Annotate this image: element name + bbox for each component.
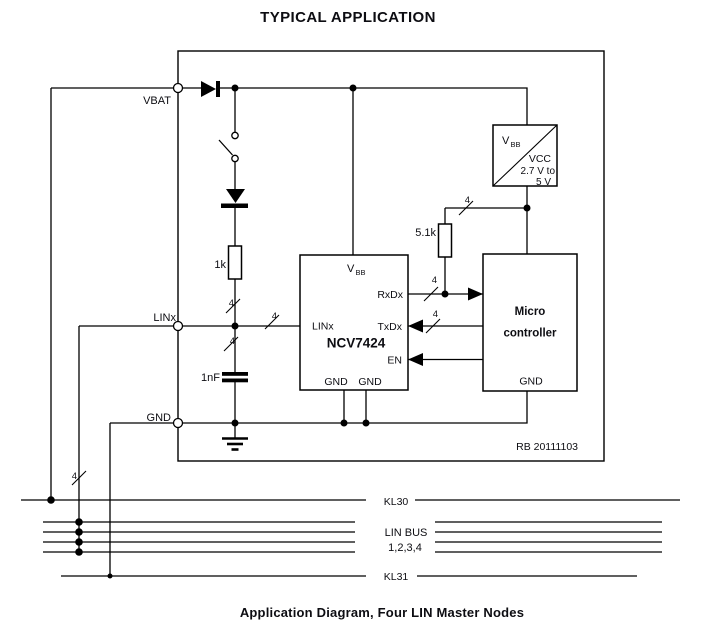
outer-frame <box>177 50 605 462</box>
kl30-label: KL30 <box>384 496 409 508</box>
series-diode-icon <box>221 189 248 208</box>
kl31-line: KL31 <box>61 571 637 583</box>
bus-width-label: 4 <box>433 309 438 320</box>
gnd-rail-wire <box>109 391 528 576</box>
ncv-pin-vbb-sub: BB <box>356 268 366 277</box>
ncv-pin-txdx: TxDx <box>378 321 403 333</box>
lin-bus-numbers: 1,2,3,4 <box>388 542 422 554</box>
ncv-gnd-pin-wires <box>343 390 367 423</box>
terminal-vbat: VBAT <box>143 82 184 107</box>
capacitor-1nf: 1nF <box>201 372 248 384</box>
bus-width-label: 4 <box>230 336 235 347</box>
gnd-label: GND <box>147 412 172 424</box>
ncv-pin-en: EN <box>387 355 402 367</box>
ncv-pin-rxdx: RxDx <box>377 289 403 301</box>
lin-bus-lines: LIN BUS 1,2,3,4 <box>43 521 662 554</box>
bus-width-label: 4 <box>72 471 77 482</box>
ncv-pin-linx: LINx <box>312 321 334 333</box>
txdx-wire <box>408 319 483 333</box>
bus-width-slash: 4 <box>225 298 241 314</box>
bus-width-slash: 4 <box>71 470 87 486</box>
regulator-range-line1: 2.7 V to <box>521 166 556 177</box>
bus-width-label: 4 <box>229 298 234 309</box>
figure-caption: Application Diagram, Four LIN Master Nod… <box>240 605 524 620</box>
resistor-1k-label: 1k <box>214 259 226 271</box>
ncv-pin-gnd1: GND <box>324 376 348 388</box>
regulator-vbb-sub: BB <box>511 140 521 149</box>
ncv7424-box: V BB RxDx LINx TxDx NCV7424 EN GND GND <box>299 254 409 391</box>
regulator-box: V BB VCC 2.7 V to 5 V <box>492 124 558 188</box>
switch-icon <box>218 131 239 163</box>
resistor-5k1: 5.1k <box>415 208 453 294</box>
bus-width-slash: 4 <box>223 336 239 352</box>
capacitor-1nf-label: 1nF <box>201 372 220 384</box>
kl30-line: KL30 <box>21 496 680 508</box>
micro-pin-gnd: GND <box>519 376 543 388</box>
terminal-linx: LINx <box>153 312 184 332</box>
reverse-battery-diode-icon <box>201 81 220 97</box>
ground-icon <box>222 437 248 451</box>
arrow-right-icon <box>468 287 483 301</box>
linx-label: LINx <box>153 312 176 324</box>
arrow-left-icon <box>408 319 423 333</box>
micro-name-line1: Micro <box>515 306 546 318</box>
terminal-gnd: GND <box>147 412 184 429</box>
kl31-label: KL31 <box>384 571 409 583</box>
lin-bus-label: LIN BUS <box>385 527 428 539</box>
regulator-wire <box>445 186 528 254</box>
arrow-left-icon <box>408 353 423 366</box>
bus-width-slash: 4 <box>423 275 439 302</box>
bus-width-label: 4 <box>465 195 470 206</box>
regulator-vbb-label: V <box>502 135 510 147</box>
junction-dots <box>47 84 531 579</box>
vbat-label: VBAT <box>143 95 171 107</box>
micro-name-line2: controller <box>503 328 557 340</box>
en-wire <box>408 353 483 366</box>
regulator-diagonal <box>492 124 558 187</box>
bus-width-label: 4 <box>272 311 277 322</box>
bus-width-slash: 4 <box>458 195 474 216</box>
resistor-5k1-label: 5.1k <box>415 227 436 239</box>
bus-width-slash: 4 <box>425 309 441 334</box>
resistor-1k: 1k <box>214 245 243 280</box>
ncv-pin-gnd2: GND <box>358 376 382 388</box>
revision-code: RB 20111103 <box>516 441 578 453</box>
ncv-pin-vbb: V <box>347 263 355 275</box>
ncv-part-number: NCV7424 <box>327 336 386 351</box>
regulator-range-line2: 5 V <box>536 177 551 188</box>
linx-rail-wire <box>78 325 300 552</box>
page-title: TYPICAL APPLICATION <box>260 9 436 26</box>
regulator-vcc-label: VCC <box>529 153 552 165</box>
bus-width-label: 4 <box>432 275 437 286</box>
bus-width-slash: 4 <box>264 311 280 330</box>
microcontroller-box: Micro controller GND <box>482 253 578 392</box>
